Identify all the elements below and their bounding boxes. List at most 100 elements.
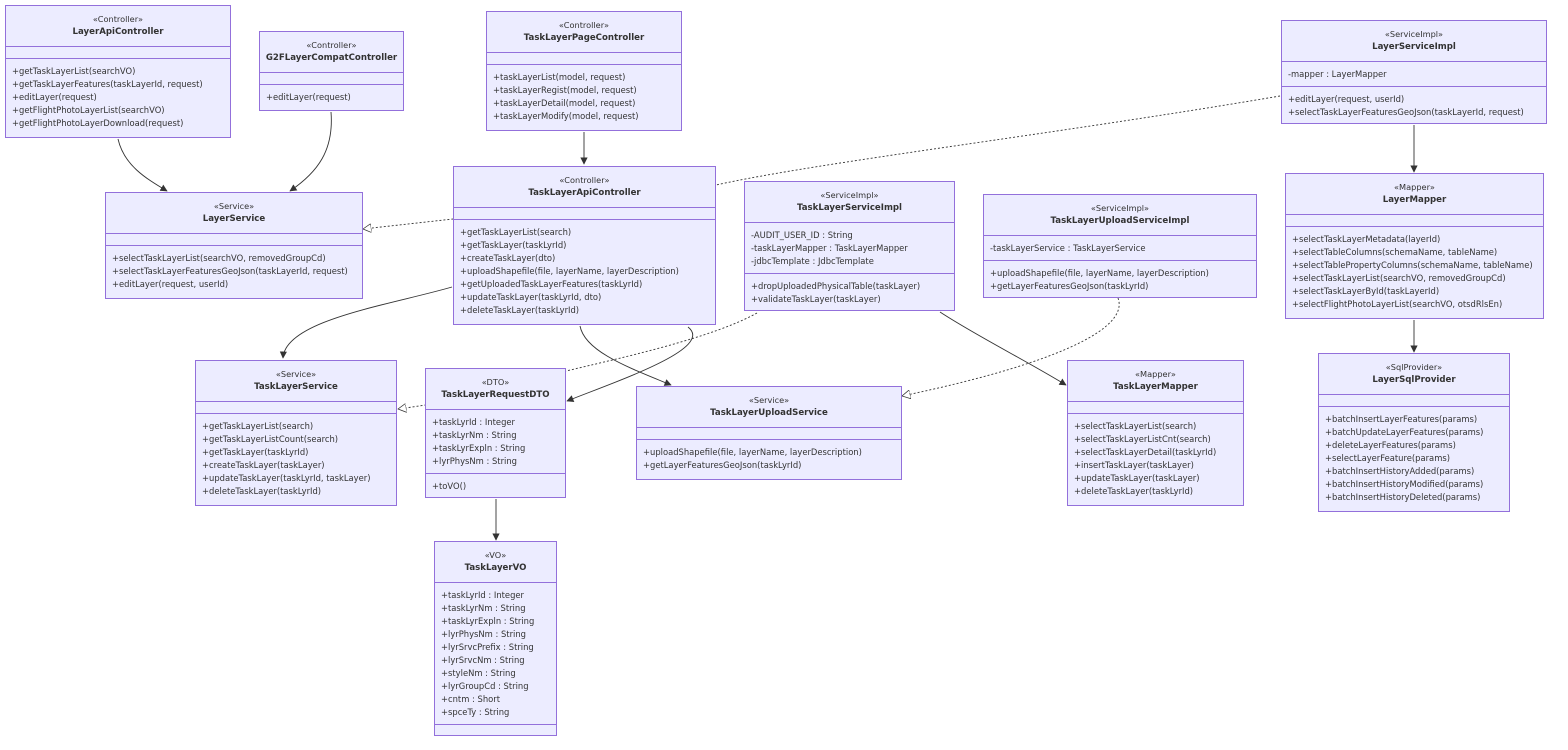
class-attributes [260,72,403,84]
class-header: «ServiceImpl» TaskLayerServiceImpl [745,182,954,222]
class-name: LayerServiceImpl [1372,42,1456,52]
class-method: +getTaskLayerListCount(search) [202,434,339,444]
class-name: LayerService [202,214,266,224]
class-method: +selectFlightPhotoLayerList(searchVO, ot… [1292,299,1503,309]
class-method: +batchInsertHistoryAdded(params) [1325,466,1475,476]
class-method: +getLayerFeaturesGeoJson(taskLyrId) [990,281,1149,291]
class-stereotype: «Controller» [559,175,610,185]
class-box: «Controller»TaskLayerApiController+getTa… [453,166,716,325]
class-name: TaskLayerServiceImpl [796,203,903,213]
class-box: «Service»TaskLayerUploadService +uploadSh… [636,386,902,480]
class-method: +selectTaskLayerDetail(taskLyrId) [1074,447,1217,457]
class-stereotype: «DTO» [481,377,510,387]
class-methods: +selectTaskLayerList(searchVO, removedGr… [106,245,362,291]
class-methods [435,724,556,725]
class-box: «ServiceImpl»TaskLayerUploadServiceImpl-… [983,194,1257,298]
class-box: «Controller»TaskLayerPageController +task… [486,11,682,131]
class-box: «DTO»TaskLayerRequestDTO+taskLyrId : Int… [425,368,566,498]
class-method: +getTaskLayerList(searchVO) [12,66,136,76]
class-method: +selectLayerFeature(params) [1325,453,1450,463]
class-method: +getTaskLayerList(search) [202,421,314,431]
association-edge [117,138,168,192]
class-method: +selectTableColumns(schemaName, tableNam… [1292,247,1498,257]
class-attribute: +lyrGroupCd : String [441,681,529,691]
class-method: +taskLayerRegist(model, request) [493,85,637,95]
class-attribute: -taskLayerService : TaskLayerService [990,243,1146,253]
class-name: TaskLayerUploadService [710,408,828,418]
class-method: +getUploadedTaskLayerFeatures(taskLyrId) [460,279,643,289]
class-attribute: -jdbcTemplate : JdbcTemplate [751,256,874,266]
class-attributes [6,46,230,58]
class-box: «Service»LayerService+selectTaskLayerLis… [105,192,363,299]
class-attributes [454,207,715,219]
class-header: «DTO»TaskLayerRequestDTO [426,369,565,409]
realization-edge [363,95,1281,229]
class-attributes: +taskLyrId : Integer+taskLyrNm : String+… [426,409,565,473]
class-stereotype: «ServiceImpl» [1384,29,1444,39]
class-header: «ServiceImpl» LayerServiceImpl [1282,21,1546,61]
class-method: +editLayer(request) [266,92,351,102]
class-method: +batchInsertLayerFeatures(params) [1325,414,1478,424]
class-attributes: +taskLyrId : Integer+taskLyrNm : String+… [435,582,556,724]
class-method: +selectTaskLayerList(searchVO, removedGr… [112,253,326,263]
class-stereotype: «Controller» [92,14,144,24]
class-method: +dropUploadedPhysicalTable(taskLayer) [751,281,921,291]
class-header: «Controller»G2FLayerCompatController [260,32,403,72]
class-method: +taskLayerList(model, request) [493,72,626,82]
class-method: +deleteTaskLayer(taskLyrId) [202,486,322,496]
class-method: +editLayer(request, userId) [112,279,229,289]
class-stereotype: «ServiceImpl» [820,190,879,200]
class-name: TaskLayerVO [464,563,527,573]
class-box: «Service»TaskLayerService +getTaskLayerLi… [195,360,397,506]
class-method: +taskLayerModify(model, request) [493,111,639,121]
class-name: LayerApiController [72,27,164,37]
class-method: +uploadShapefile(file, layerName, layerD… [460,266,679,276]
class-attribute: +cntm : Short [441,694,500,704]
class-attribute: +styleNm : String [441,668,516,678]
class-methods: +getTaskLayerList(searchVO)+getTaskLayer… [6,58,230,130]
association-edge [939,311,1067,386]
class-method: +deleteTaskLayer(taskLyrId) [460,305,580,315]
class-attributes [1319,394,1509,406]
class-header: «Mapper»TaskLayerMapper [1068,361,1243,401]
class-method: +selectTaskLayerById(taskLayerId) [1292,286,1440,296]
class-name: G2FLayerCompatController [265,53,398,63]
association-edge [579,325,672,386]
class-box: «Controller» LayerApiController +getTaskLa… [5,5,231,138]
class-header: «Controller»TaskLayerPageController [487,12,681,52]
class-box: «VO»TaskLayerVO+taskLyrId : Integer+task… [434,541,557,736]
class-method: +getFlightPhotoLayerDownload(request) [12,118,184,128]
class-method: +batchUpdateLayerFeatures(params) [1325,427,1484,437]
class-box: «Controller»G2FLayerCompatController +edi… [259,31,404,111]
class-header: «Service»TaskLayerUploadService [637,387,901,427]
class-name: LayerMapper [1382,195,1447,205]
class-methods: +editLayer(request) [260,84,403,104]
class-header: «Service»TaskLayerService [196,361,396,401]
class-attribute: +taskLyrNm : String [441,603,526,613]
class-method: +selectTaskLayerFeaturesGeoJson(taskLaye… [1288,107,1524,117]
class-method: +selectTaskLayerList(searchVO, removedGr… [1292,273,1506,283]
class-stereotype: «Controller» [558,20,610,30]
class-method: +updateTaskLayer(taskLyrId, dto) [460,292,602,302]
class-method: +deleteTaskLayer(taskLyrId) [1074,486,1194,496]
class-method: +createTaskLayer(taskLayer) [202,460,325,470]
class-method: +selectTaskLayerFeaturesGeoJson(taskLaye… [112,266,348,276]
class-attribute: +lyrSrvcPrefix : String [441,642,534,652]
class-attributes: -AUDIT_USER_ID : String-taskLayerMapper … [745,222,954,273]
class-attribute: +taskLyrExpln : String [441,616,535,626]
class-name: TaskLayerUploadServiceImpl [1050,216,1190,226]
class-methods: +getTaskLayerList(search) +getTaskLayerLi… [196,413,396,498]
class-header: «Controller» LayerApiController [6,6,230,46]
class-attribute: +spceTy : String [441,707,510,717]
class-method: +uploadShapefile(file, layerName, layerD… [643,447,862,457]
class-attributes [637,427,901,439]
class-method: +getTaskLayerList(search) [460,227,572,237]
class-method: +getFlightPhotoLayerList(searchVO) [12,105,165,115]
class-box: «ServiceImpl»LayerServiceImpl-mapper : L… [1281,20,1547,124]
class-attribute: +lyrSrvcNm : String [441,655,525,665]
class-stereotype: «Mapper» [1394,182,1435,192]
association-edge [566,326,694,402]
class-method: +selectTaskLayerListCnt(search) [1074,434,1211,444]
class-stereotype: «SqlProvider» [1385,362,1443,372]
